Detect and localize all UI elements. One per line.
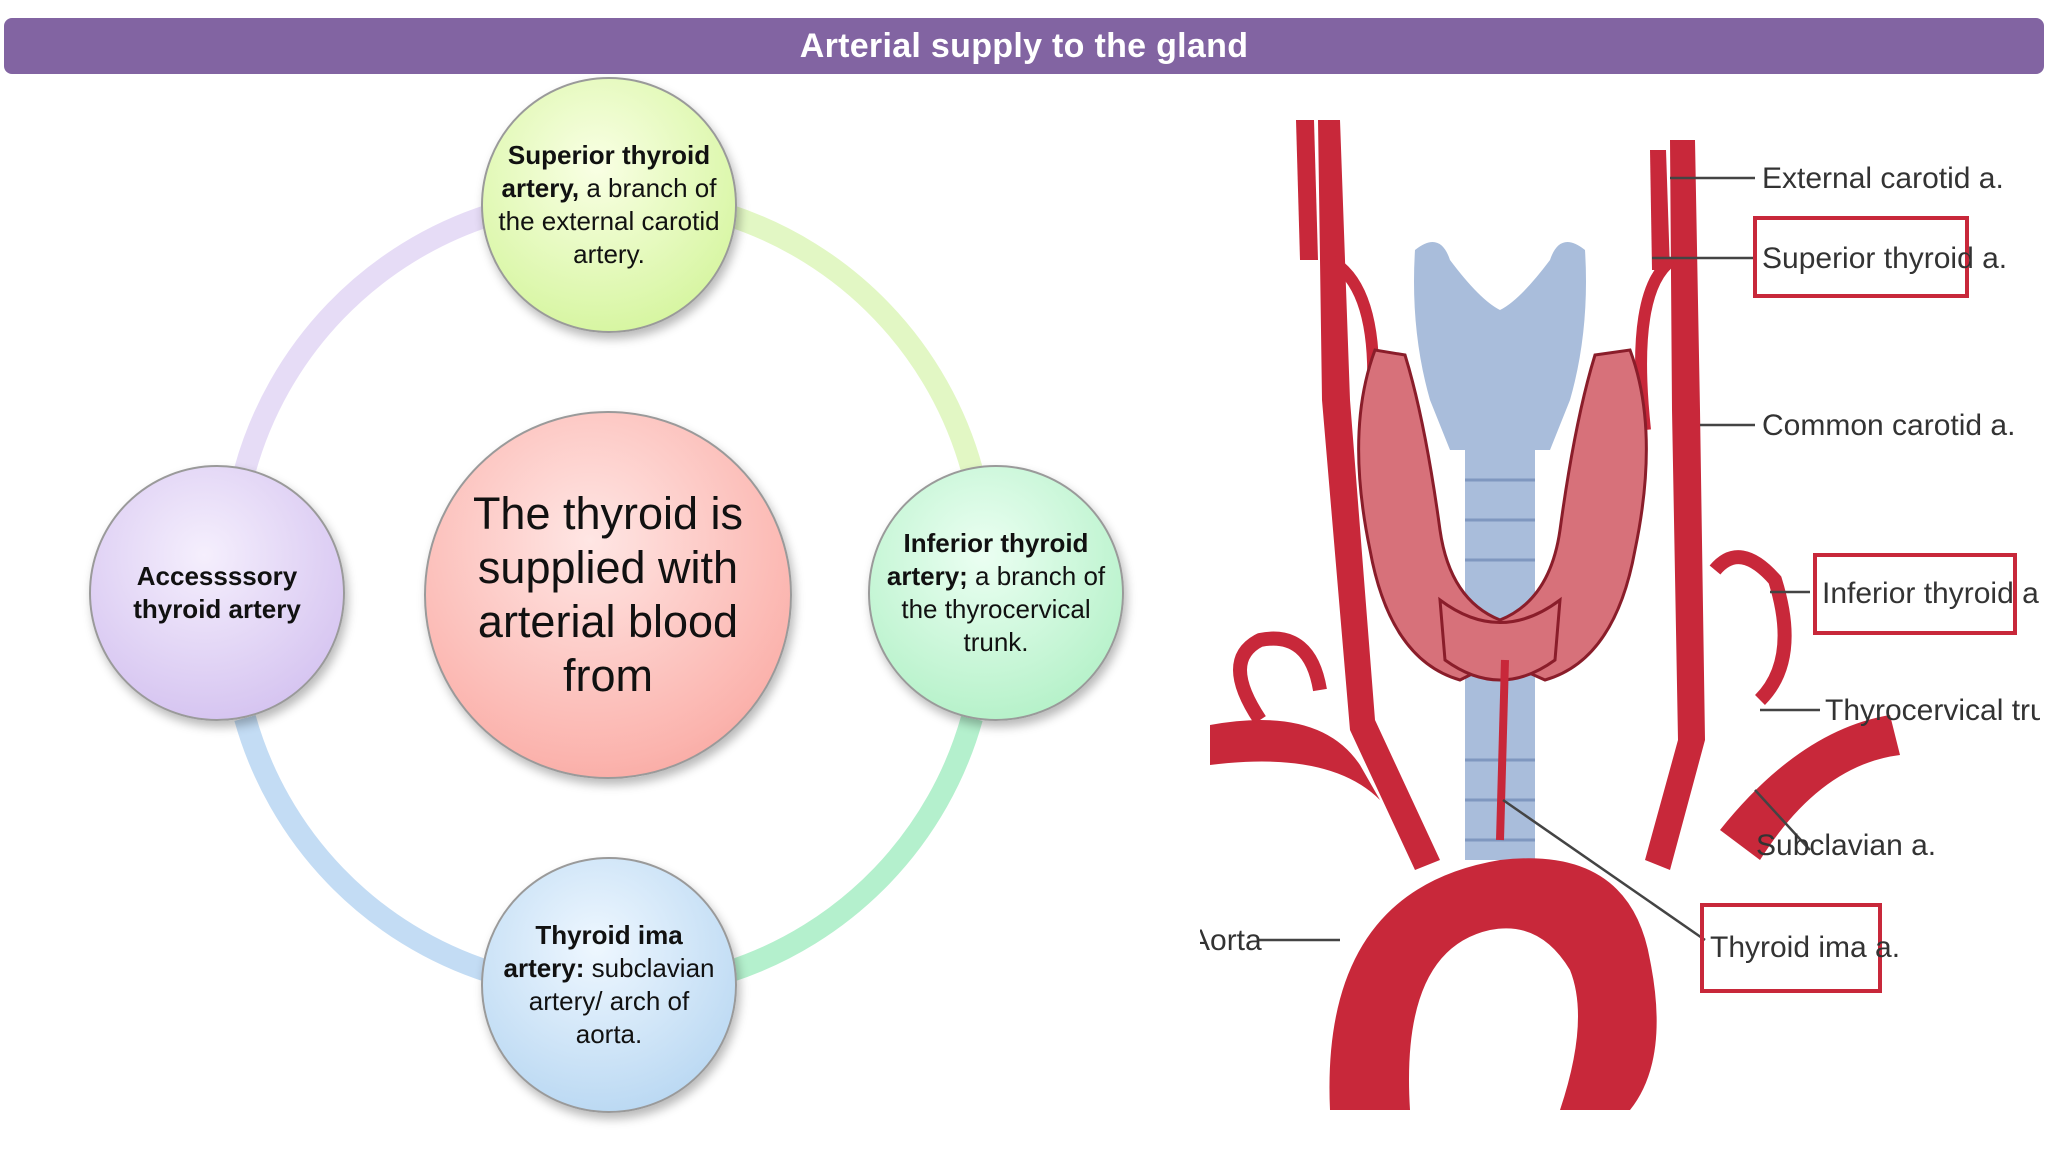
- inferior-thyroid-box: [1813, 553, 2017, 635]
- ring-arc-top-right: [724, 204, 983, 473]
- node-accessory-thyroid: Accessssory thyroid artery: [89, 465, 345, 721]
- node-inferior-bold: Inferior thyroid artery;: [886, 528, 1089, 591]
- superior-thyroid-box: [1753, 216, 1969, 298]
- thyroid-cartilage: [1414, 242, 1586, 450]
- label-inferior-thyroid: Inferior thyroid a.: [1822, 577, 2040, 610]
- node-superior-bold: Superior thyroid artery,: [501, 140, 711, 203]
- leader-lines: [1258, 176, 1820, 942]
- right-common-carotid: [1318, 120, 1440, 870]
- right-external-carotid: [1296, 120, 1318, 260]
- left-subclavian-artery: [1720, 715, 1900, 860]
- cycle-ring: [234, 204, 983, 983]
- node-inferior-thyroid: Inferior thyroid artery; a branch of the…: [868, 465, 1124, 721]
- label-thyroid-ima: Thyroid ima a.: [1710, 931, 1900, 964]
- node-ima-text: subclavian artery/ arch of aorta.: [528, 953, 715, 1049]
- label-aorta: Aorta: [1200, 924, 1262, 957]
- node-ima-bold: Thyroid ima artery:: [503, 920, 683, 983]
- thyroid-isthmus: [1438, 596, 1562, 682]
- right-subclavian-artery: [1210, 720, 1380, 800]
- label-thyrocervical-trunk: Thyrocervical trunk: [1825, 694, 2040, 727]
- node-thyroid-ima: Thyroid ima artery: subclavian artery/ a…: [481, 857, 737, 1113]
- thyroid-arterial-illustration: External carotid a. Superior thyroid a. …: [1200, 120, 2040, 1110]
- label-superior-thyroid: Superior thyroid a.: [1762, 242, 2007, 275]
- ring-arc-top-left: [234, 204, 494, 473]
- node-superior-text: a branch of the external carotid artery.: [498, 173, 720, 269]
- ring-arc-bottom-right: [724, 715, 983, 983]
- center-statement: The thyroid is supplied with arterial bl…: [424, 411, 792, 779]
- thyroid-left-lobe: [1498, 348, 1648, 682]
- label-subclavian: Subclavian a.: [1756, 829, 1936, 862]
- left-inferior-thyroid-loop: [1709, 550, 1792, 705]
- node-superior-thyroid: Superior thyroid artery, a branch of the…: [481, 77, 737, 333]
- left-common-carotid: [1645, 140, 1705, 870]
- node-inferior-text: a branch of the thyrocervical trunk.: [901, 561, 1106, 657]
- slide-title: Arterial supply to the gland: [4, 18, 2044, 74]
- node-accessory-bold: Accessssory thyroid artery: [133, 561, 301, 624]
- thyroid-ima-box: [1700, 903, 1882, 993]
- label-common-carotid: Common carotid a.: [1762, 409, 2015, 442]
- thyroid-right-lobe: [1357, 348, 1502, 682]
- right-inferior-thyroid-loop: [1233, 631, 1327, 724]
- label-external-carotid: External carotid a.: [1762, 162, 2004, 195]
- left-superior-thyroid-curve: [1635, 255, 1676, 431]
- left-external-carotid: [1650, 150, 1670, 270]
- aortic-arch: [1329, 858, 1657, 1110]
- ring-arc-bottom-left: [234, 715, 494, 983]
- thyroid-ima-artery: [1496, 659, 1509, 841]
